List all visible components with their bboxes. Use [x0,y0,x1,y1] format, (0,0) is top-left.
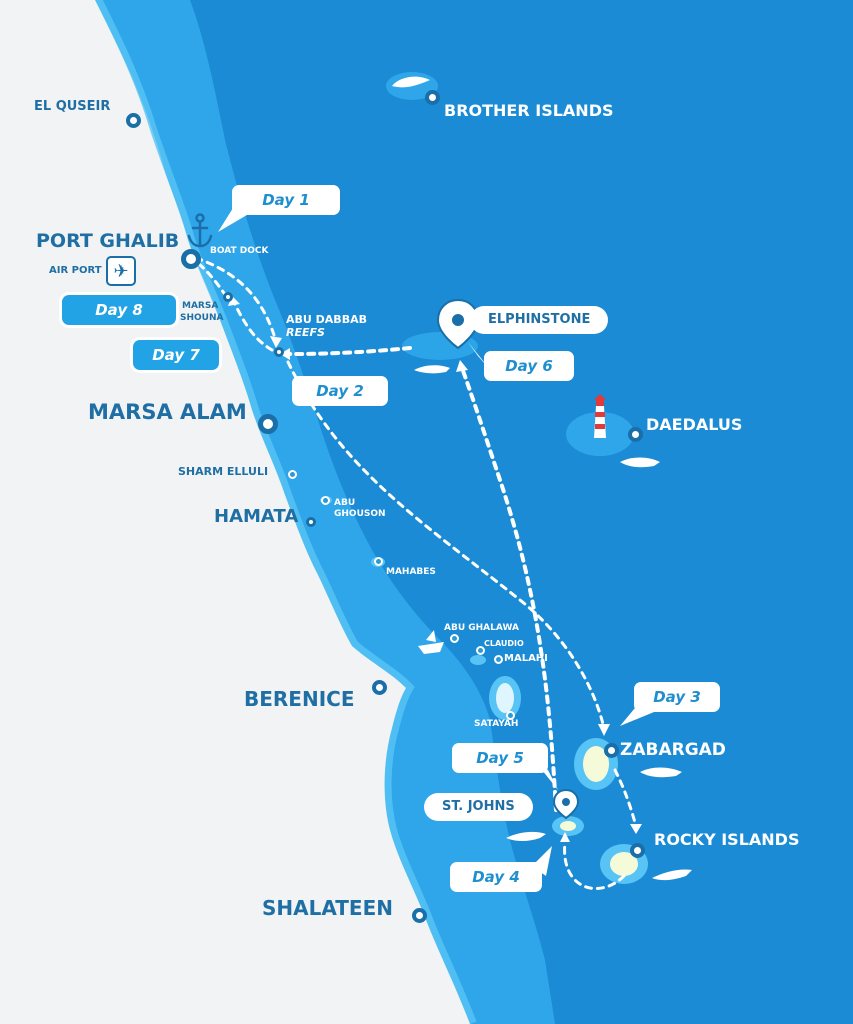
day-6-callout[interactable]: Day 6 [484,351,574,381]
mahabes-label: MAHABES [386,567,436,577]
day-2-callout[interactable]: Day 2 [292,376,388,406]
shouna-label: SHOUNA [180,313,224,323]
air-port-label: AIR PORT [49,265,102,276]
st-johns-label: ST. JOHNS [424,793,533,821]
abu-dabbab-marker[interactable] [274,347,284,357]
berenice-marker[interactable] [372,680,387,695]
brother-islands-marker[interactable] [425,90,440,105]
day-5-callout[interactable]: Day 5 [452,743,548,773]
abu-ghouson-marker[interactable] [321,496,330,505]
day-3-callout[interactable]: Day 3 [634,682,720,712]
claudio-marker[interactable] [476,646,485,655]
day-4-callout[interactable]: Day 4 [450,862,542,892]
brother-islands-label: BROTHER ISLANDS [444,101,614,120]
route-day7 [232,300,274,352]
shipwreck-icon [418,630,444,654]
shark-icon [414,365,692,881]
hamata-marker[interactable] [306,517,316,527]
zabargad-label: ZABARGAD [620,740,726,760]
abu-label: ABU [334,498,356,508]
mahabes-marker[interactable] [374,557,383,566]
abu-dabbab-label: ABU DABBAB [286,313,367,326]
reefs-label: REEFS [286,326,325,339]
route-day3 [613,768,638,828]
el-quseir-marker[interactable] [126,113,141,128]
rocky-islands [610,852,638,876]
elphinstone-label: ELPHINSTONE [470,306,609,334]
malahi-label: MALAHI [504,653,548,664]
malahi-marker[interactable] [494,655,503,664]
el-quseir-label: EL QUSEIR [34,99,111,114]
rocky-islands-marker[interactable] [630,843,645,858]
port-ghalib-marker[interactable] [181,249,201,269]
route-day4 [563,840,626,891]
shalateen-label: SHALATEEN [262,896,393,920]
day-7-callout[interactable]: Day 7 [133,340,219,370]
claudio-label: CLAUDIO [484,639,524,648]
sharm-elluli-label: SHARM ELLULI [178,465,269,478]
marsa-alam-marker[interactable] [258,414,278,434]
satayah-marker[interactable] [506,711,515,720]
shallow-shelf [95,0,555,1024]
route-day1 [194,256,277,340]
brother-islands [392,76,430,88]
abu-ghalawa-marker[interactable] [450,634,459,643]
route-day6 [288,346,412,356]
zabargad-island [583,746,609,782]
route-day5 [460,366,558,812]
st-johns-island [560,821,576,831]
satayah-label: SATAYAH [474,719,519,729]
sharm-elluli-marker[interactable] [288,470,297,479]
lighthouse-icon [594,394,606,438]
shalateen-marker[interactable] [412,908,427,923]
satayah-island [496,683,514,713]
hamata-label: HAMATA [214,506,299,527]
marsa-shouna-marker[interactable] [223,292,233,302]
airport-icon[interactable]: ✈ [106,256,136,286]
malahi-reef [470,655,486,665]
ghouson-label: GHOUSON [334,509,386,519]
daedalus-label: DAEDALUS [646,415,743,434]
route-day2 [286,360,606,730]
zabargad-marker[interactable] [604,743,619,758]
anchor-icon [187,213,213,248]
abu-ghalawa-label: ABU GHALAWA [444,623,519,633]
marsa-alam-label: MARSA ALAM [88,400,247,424]
day-1-callout[interactable]: Day 1 [232,185,340,215]
boat-dock-label: BOAT DOCK [210,246,269,256]
berenice-label: BERENICE [244,687,355,711]
day-8-callout[interactable]: Day 8 [62,295,176,325]
daedalus-marker[interactable] [628,427,643,442]
rocky-islands-label: ROCKY ISLANDS [654,830,800,849]
port-ghalib-label: PORT GHALIB [36,230,180,252]
marsa-label: MARSA [182,301,219,311]
